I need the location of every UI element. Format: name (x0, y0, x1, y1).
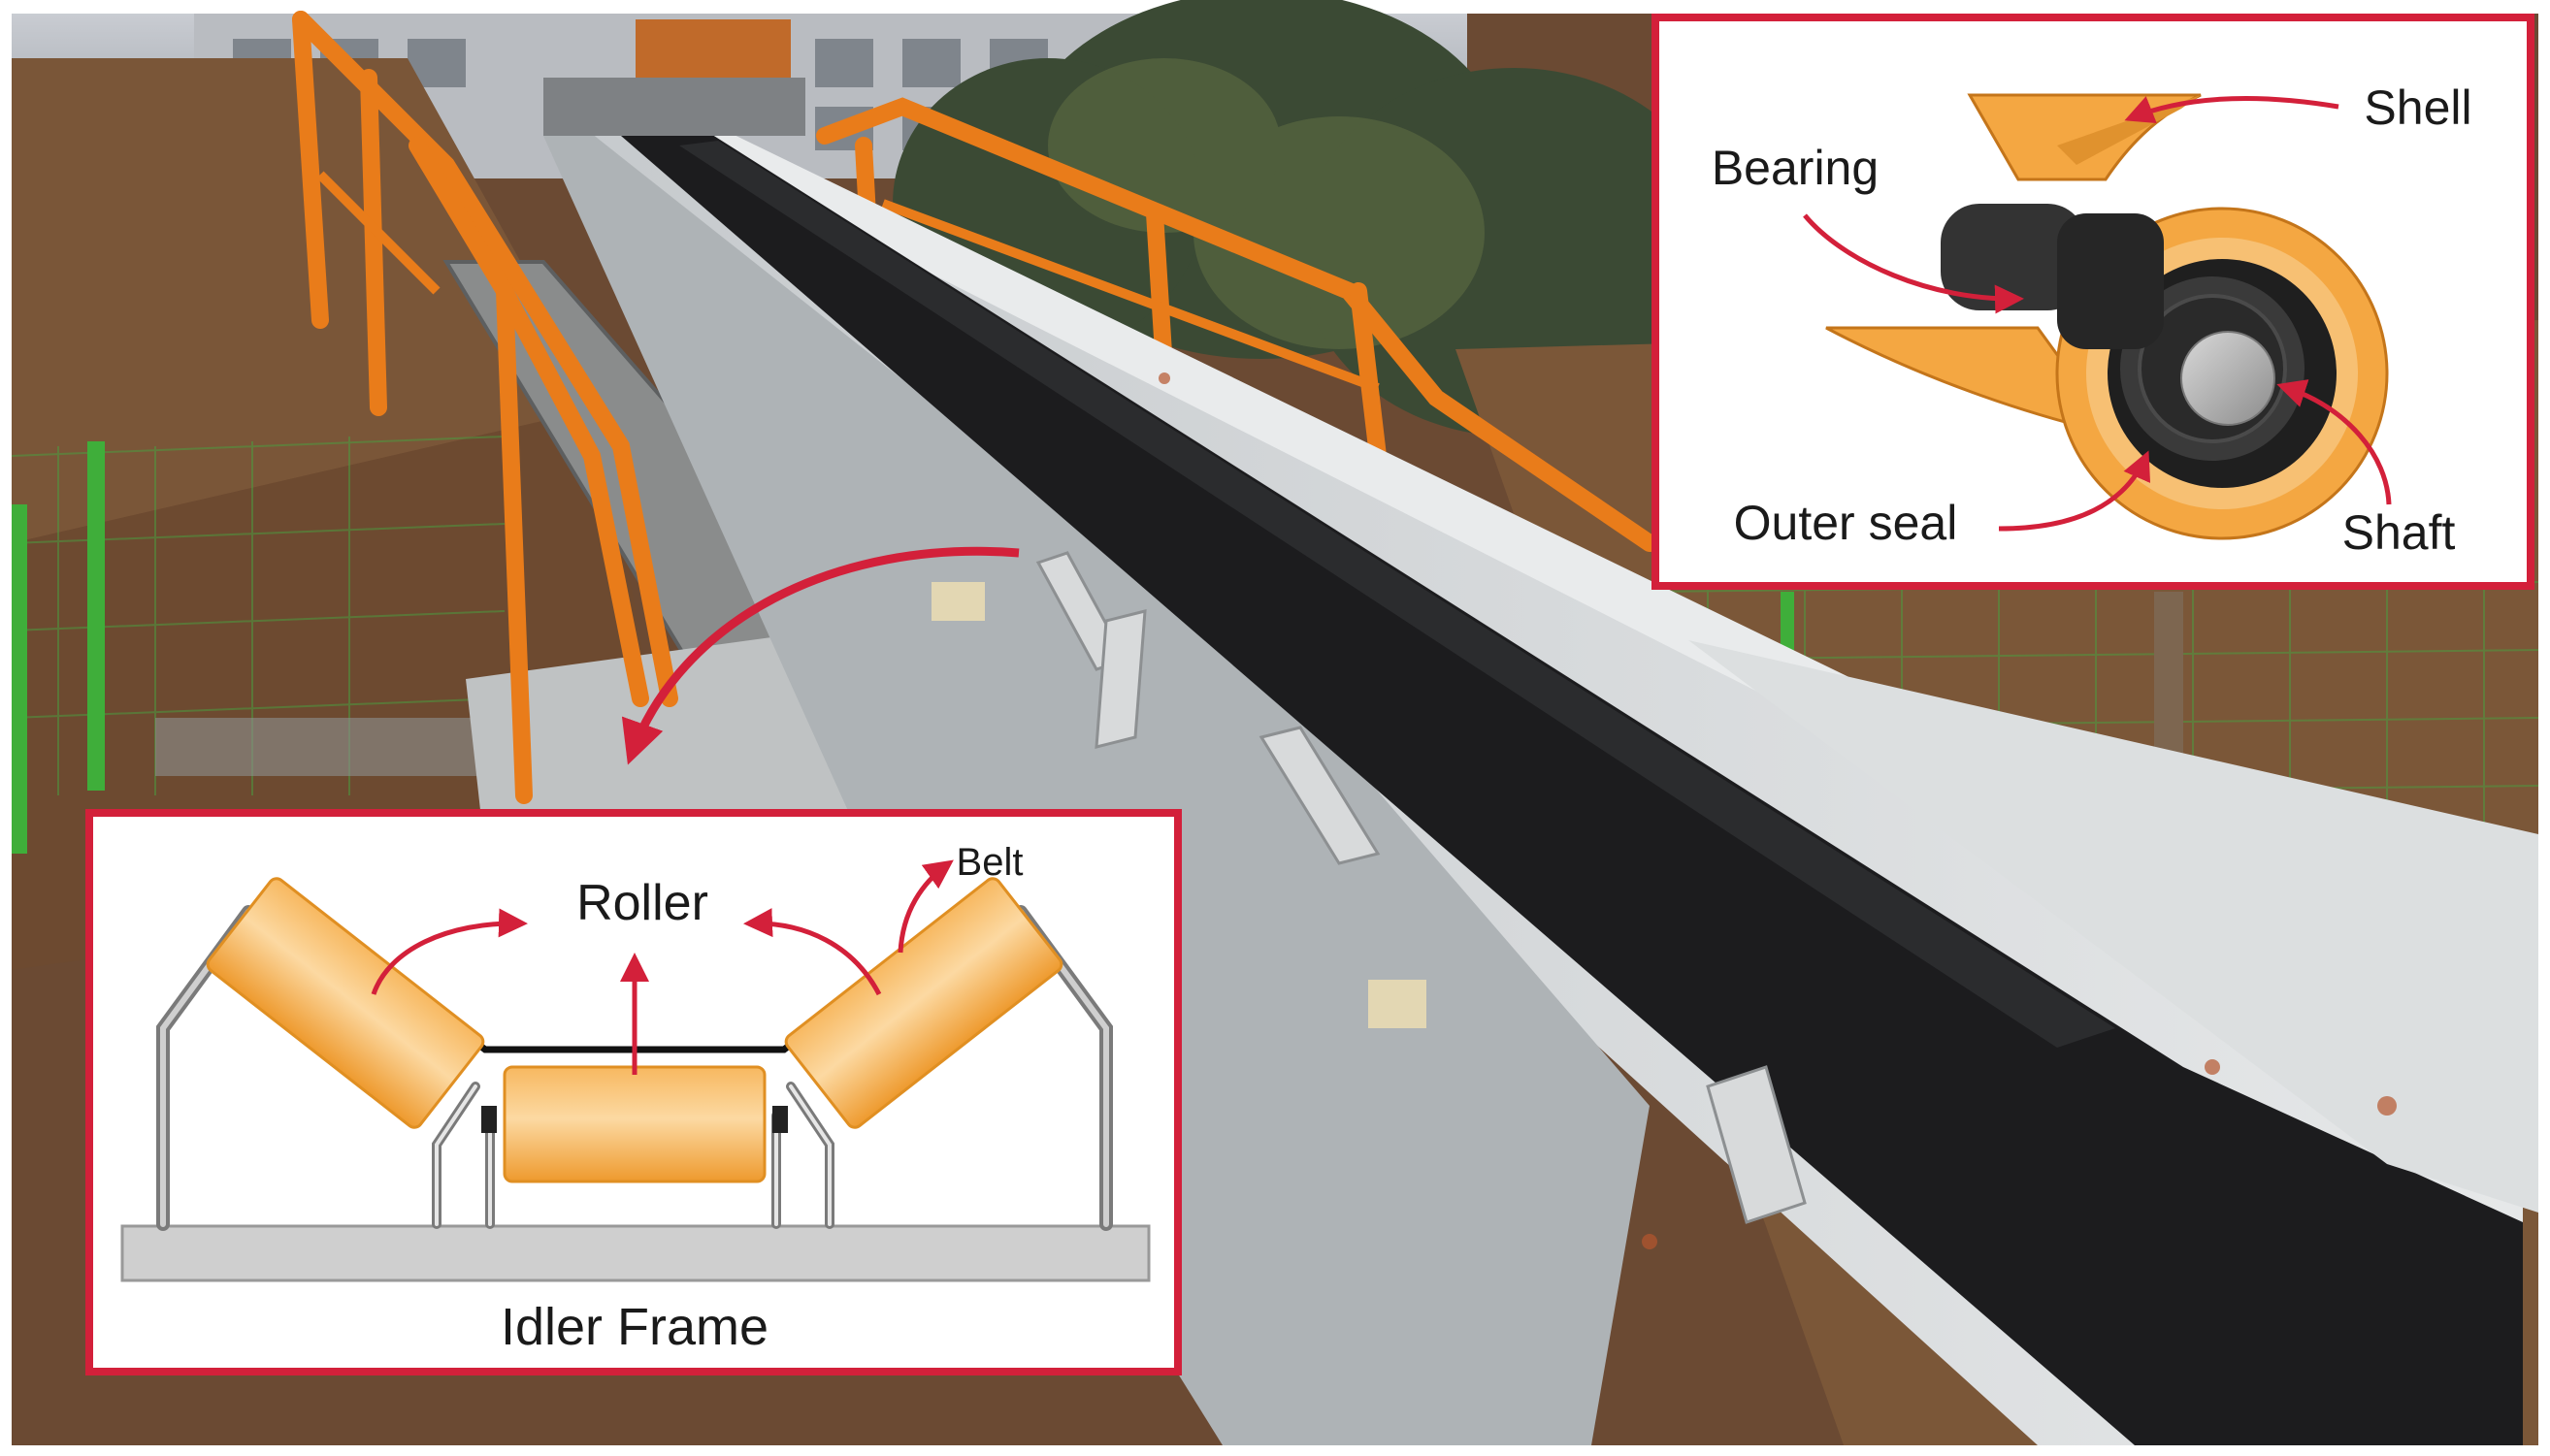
callout-arrow (621, 546, 1020, 765)
arrow-bearing (1803, 213, 2024, 314)
label-shaft: Shaft (2342, 505, 2456, 560)
label-bearing: Bearing (1712, 141, 1879, 195)
bearing-inset: Shell Bearing Outer seal Shaft (1651, 14, 2534, 590)
label-outer-seal: Outer seal (1734, 496, 1958, 550)
arrow-roller-left (371, 908, 528, 995)
bearing-back (1941, 204, 2086, 310)
arrow-belt (898, 859, 954, 954)
roller-right (784, 877, 1063, 1129)
arrow-outer-seal (1998, 450, 2151, 532)
idler-inset: Roller Belt Idler Frame (85, 809, 1182, 1375)
roller-center (503, 1065, 767, 1183)
arrow-roller-right (743, 908, 882, 996)
arrow-shell (2124, 95, 2339, 124)
label-belt: Belt (957, 841, 1024, 884)
arrow-shaft (2276, 379, 2392, 505)
bushing-left (481, 1106, 497, 1133)
roller-left (206, 877, 485, 1129)
idler-frame-bar (120, 1224, 1151, 1282)
bushing-right (772, 1106, 788, 1133)
label-roller: Roller (576, 875, 708, 931)
label-idler-frame: Idler Frame (501, 1298, 768, 1356)
label-shell: Shell (2364, 81, 2471, 135)
shaft (2180, 331, 2275, 426)
